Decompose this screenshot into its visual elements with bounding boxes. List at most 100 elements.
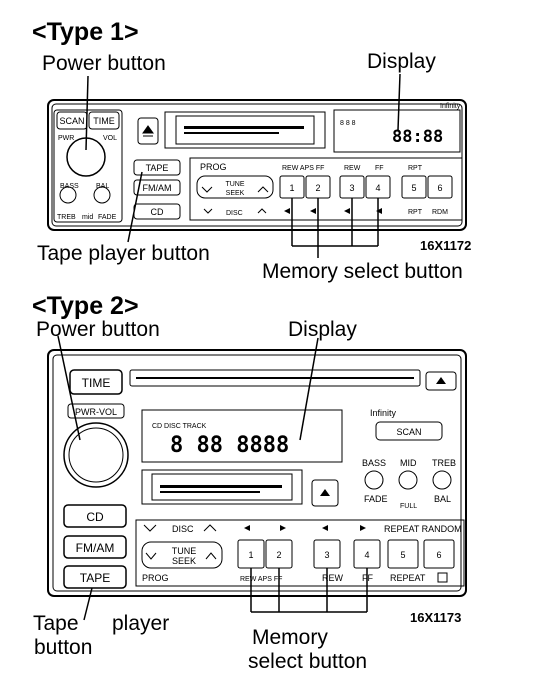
- type2-tune-seek-rocker[interactable]: [141, 541, 223, 569]
- type2-preset-6-text: 6: [436, 550, 441, 560]
- type2-code: 16X1173: [410, 610, 462, 625]
- type1-bass-knob[interactable]: [59, 186, 77, 204]
- type2-fmam-button[interactable]: [63, 535, 127, 559]
- type1-display-label: Display: [367, 50, 436, 73]
- type1-bal-text: BAL: [96, 183, 109, 190]
- type1-infinity-text: Infinity: [440, 103, 461, 110]
- type2-display: [141, 409, 343, 463]
- type2-prog-text: PROG: [142, 573, 169, 583]
- type2-power-label: Power button: [36, 318, 160, 341]
- type1-seek-text: SEEK: [226, 190, 245, 197]
- type1-preset-4-text: 4: [375, 183, 380, 193]
- type2-mid-text: MID: [400, 458, 417, 468]
- type1-preset-6[interactable]: [427, 175, 453, 199]
- type1-memory-label: Memory select button: [262, 260, 463, 283]
- type2-bal-text: BAL: [434, 494, 451, 504]
- type1-preset-1-text: 1: [289, 183, 294, 193]
- type2-infinity-text: Infinity: [370, 408, 397, 418]
- type2-fmam-text: FM/AM: [76, 541, 115, 555]
- type1-tune-seek-rocker[interactable]: [196, 175, 274, 199]
- type2-tape-label-3: button: [34, 636, 93, 659]
- type1-tune-text: TUNE: [225, 181, 244, 188]
- type1-leader-lines: [85, 73, 401, 258]
- type2-tape-button[interactable]: [63, 565, 127, 589]
- type1-prog-text: PROG: [200, 162, 227, 172]
- type2-treb-text: TREB: [432, 458, 456, 468]
- type1-time-text: TIME: [93, 116, 115, 126]
- type2-rew-text: REW: [322, 573, 344, 583]
- type1-preset-6-text: 6: [437, 183, 442, 193]
- type2-button-bank: [135, 519, 465, 587]
- type2-tape-label-1: Tape: [33, 612, 79, 635]
- type1-cd-text: CD: [151, 207, 164, 217]
- type1-tape-button[interactable]: [133, 159, 181, 176]
- type1-preset-5[interactable]: [401, 175, 427, 199]
- type1-bal-knob[interactable]: [93, 186, 111, 204]
- type2-preset-5[interactable]: [387, 539, 419, 569]
- type2-memory-label-1: Memory: [252, 626, 328, 649]
- type1-ff-text: FF: [375, 165, 384, 172]
- type1-preset-3-text: 3: [349, 183, 354, 193]
- type2-leader-lines: [57, 335, 368, 621]
- type2-display-label: Display: [288, 318, 357, 341]
- type1-tape-label: Tape player button: [37, 242, 210, 265]
- type1-power-label: Power button: [42, 52, 166, 75]
- type2-cd-button[interactable]: [63, 504, 127, 528]
- type1-vol-text: VOL: [103, 135, 117, 142]
- type1-preset-5-text: 5: [411, 183, 416, 193]
- type1-time-button[interactable]: [88, 111, 120, 130]
- type2-time-button[interactable]: [69, 369, 123, 395]
- type1-tape-slot: [164, 111, 326, 149]
- type1-tape-text: TAPE: [146, 163, 169, 173]
- type2-cdtrack-text: CD DISC TRACK: [152, 423, 207, 430]
- type1-code: 16X1172: [420, 238, 472, 253]
- type1-rewapsff-text: REW APS FF: [282, 165, 324, 172]
- type2-preset-5-text: 5: [400, 550, 405, 560]
- type1-rpt2-text: RPT: [408, 209, 423, 216]
- type1-scan-text: SCAN: [59, 116, 84, 126]
- type2-heading: <Type 2>: [32, 292, 139, 320]
- type2-bass-knob[interactable]: [364, 470, 384, 490]
- type2-cd-text: CD: [86, 510, 104, 524]
- type1-rew-text: REW: [344, 165, 361, 172]
- type1-button-bank: [189, 157, 463, 221]
- type1-fmam-button[interactable]: [133, 179, 181, 196]
- type1-display-digits: 88:88: [392, 127, 443, 147]
- type2-full-text: FULL: [400, 503, 417, 510]
- type2-repeat-random-text: REPEAT RANDOM: [384, 524, 462, 534]
- type2-bass-text: BASS: [362, 458, 386, 468]
- type2-seek-text: SEEK: [172, 556, 196, 566]
- type1-display: [333, 109, 461, 153]
- type1-bass-text: BASS: [60, 183, 79, 190]
- type2-pwrvol-text: PWR-VOL: [75, 407, 117, 417]
- type2-treb-knob[interactable]: [432, 470, 452, 490]
- type1-disc-text: DISC: [226, 210, 243, 217]
- type1-fmam-text: FM/AM: [143, 183, 172, 193]
- type2-scan-button[interactable]: [375, 421, 443, 441]
- type2-preset-6[interactable]: [423, 539, 455, 569]
- svg-text:8 8 8: 8 8 8: [340, 120, 356, 127]
- type2-rewapsff-text: REW APS FF: [240, 576, 282, 583]
- type1-mid-text: mid: [82, 214, 93, 221]
- type2-power-knob[interactable]: [63, 422, 129, 488]
- type1-preset-2-text: 2: [315, 183, 320, 193]
- type2-display-digits: 8 88 8888: [170, 433, 289, 458]
- type1-heading: <Type 1>: [32, 18, 139, 46]
- type2-tune-text: TUNE: [172, 546, 197, 556]
- type2-preset-3-text: 3: [324, 550, 329, 560]
- type2-preset-2-text: 2: [276, 550, 281, 560]
- type2-preset-4-text: 4: [364, 550, 369, 560]
- type2-fade-text: FADE: [364, 494, 388, 504]
- type2-scan-text: SCAN: [396, 427, 421, 437]
- type2-preset-1-text: 1: [248, 550, 253, 560]
- type1-rpt-text: RPT: [408, 165, 423, 172]
- type2-disc-text: DISC: [172, 524, 194, 534]
- type2-repeat-text: REPEAT: [390, 573, 426, 583]
- type1-treb-text: TREB: [57, 214, 76, 221]
- type2-mid-knob[interactable]: [398, 470, 418, 490]
- type1-fade-text: FADE: [98, 214, 117, 221]
- type2-tape-text: TAPE: [80, 571, 110, 585]
- type2-time-text: TIME: [82, 376, 111, 390]
